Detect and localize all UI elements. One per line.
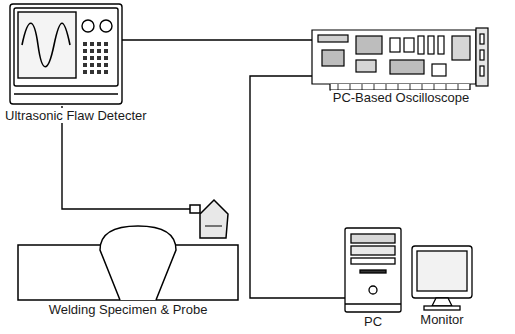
oscilloscope-card-drawing [312,28,488,90]
monitor-drawing [412,246,472,310]
welding-specimen-drawing [18,200,238,300]
device-label: PC [362,314,384,329]
device-label: Monitor [418,312,465,327]
device-node: PC [345,228,401,312]
device-label: PC-Based Oscilloscope [331,90,472,105]
device-node: Welding Specimen & Probe [18,200,238,300]
pc-tower-drawing [345,228,401,312]
flaw-detector-drawing [10,4,122,104]
device-node: Ultrasonic Flaw Detecter [10,2,122,106]
connector-line [250,76,345,298]
device-node: PC-Based Oscilloscope [312,28,490,88]
device-label: Ultrasonic Flaw Detecter [3,108,149,123]
device-label: Welding Specimen & Probe [47,302,210,317]
device-node: Monitor [412,246,472,310]
connector-line [122,39,312,40]
